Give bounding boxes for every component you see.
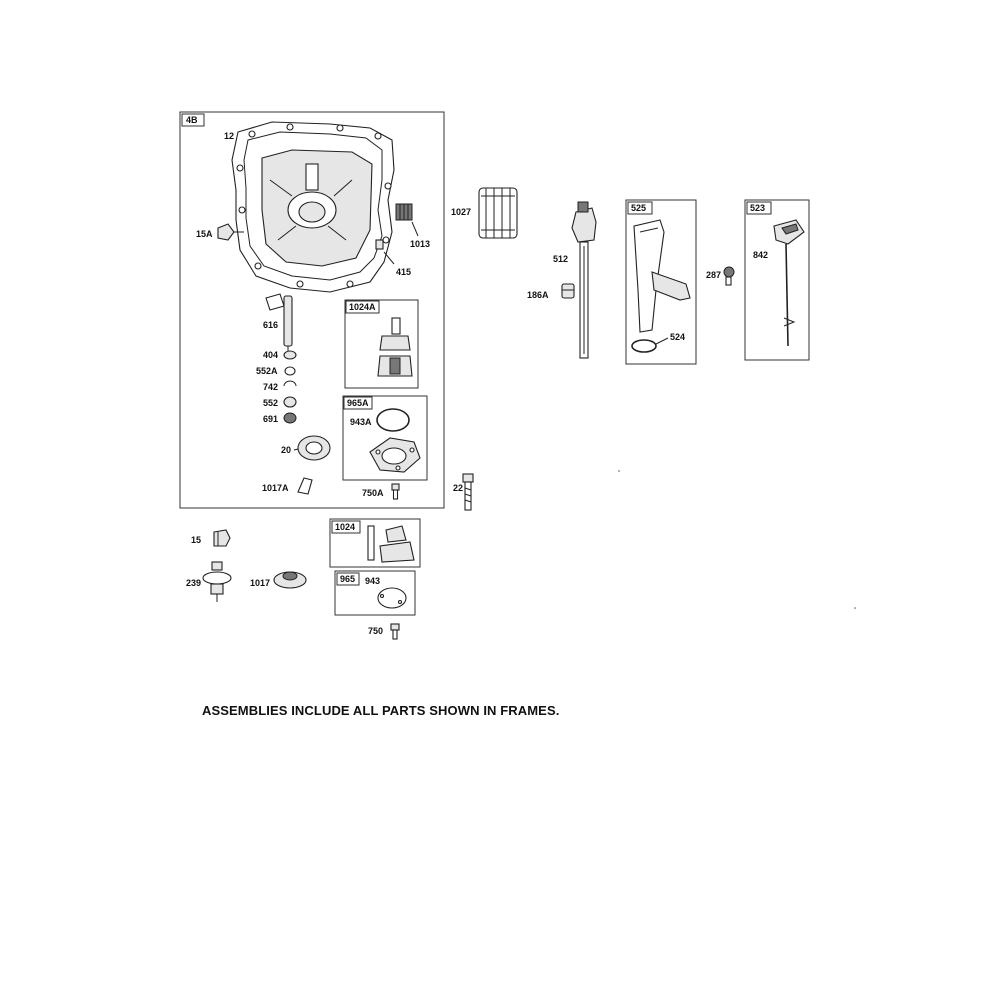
label-12: 12: [224, 131, 234, 141]
screw-287-drawing: [723, 266, 735, 286]
pump-cover-965a-drawing: [369, 408, 421, 473]
label-512: 512: [553, 254, 568, 264]
label-1013: 1013: [410, 239, 430, 249]
label-943: 943: [365, 576, 380, 586]
filter-1013-drawing: [395, 203, 419, 237]
frame-tag-965a: [343, 396, 373, 410]
frame-label-4b: 4B: [186, 115, 198, 125]
label-22: 22: [453, 483, 463, 493]
label-15: 15: [191, 535, 201, 545]
frame-tag-1024a: [345, 300, 380, 314]
bolt-750-drawing: [390, 623, 400, 640]
frame-tag-965: [336, 572, 360, 586]
dipstick-523-drawing: [773, 219, 805, 347]
sensor-239-drawing: [202, 561, 232, 602]
label-750a: 750A: [362, 488, 384, 498]
frame-label-525: 525: [631, 203, 646, 213]
sump-crankcase-drawing: [231, 121, 395, 293]
dipstick-tube-512-drawing: [571, 201, 597, 359]
speck: [854, 607, 856, 609]
label-750: 750: [368, 626, 383, 636]
plug-15a-drawing: [217, 223, 244, 241]
label-842: 842: [753, 250, 768, 260]
part-1017a-drawing: [297, 477, 313, 495]
label-1017a: 1017A: [262, 483, 289, 493]
oil-seal-20-drawing: [293, 435, 331, 461]
frame-523: [744, 199, 810, 361]
label-742: 742: [263, 382, 278, 392]
clip-742-drawing: [283, 380, 297, 387]
bolt-750a-drawing: [391, 483, 400, 500]
part-1017-drawing: [273, 571, 307, 589]
frame-1024: [329, 518, 421, 568]
frame-label-965a: 965A: [347, 398, 369, 408]
speck: [618, 470, 620, 472]
label-943a: 943A: [350, 417, 372, 427]
label-552a: 552A: [256, 366, 278, 376]
governor-shaft-616-drawing: [265, 293, 293, 352]
oil-pump-1024-drawing: [367, 525, 415, 563]
oil-filter-1027-drawing: [478, 187, 518, 239]
frame-tag-525: [627, 201, 653, 215]
label-691: 691: [263, 414, 278, 424]
frame-tag-4b: [181, 113, 205, 127]
label-239: 239: [186, 578, 201, 588]
label-1027: 1027: [451, 207, 471, 217]
oil-fill-tube-525-drawing: [631, 219, 691, 353]
label-15a: 15A: [196, 229, 213, 239]
label-415: 415: [396, 267, 411, 277]
frame-1024a: [344, 299, 419, 389]
label-1017: 1017: [250, 578, 270, 588]
label-287: 287: [706, 270, 721, 280]
pump-cover-965-drawing: [377, 587, 407, 609]
assemblies-footnote: ASSEMBLIES INCLUDE ALL PARTS SHOWN IN FR…: [202, 703, 560, 718]
washer-552a-drawing: [284, 366, 296, 376]
washer-404-drawing: [283, 350, 297, 360]
oil-pump-1024a-drawing: [377, 317, 413, 377]
label-20: 20: [281, 445, 291, 455]
frame-525: [625, 199, 697, 365]
nut-691-drawing: [283, 412, 297, 424]
frame-label-523: 523: [750, 203, 765, 213]
screw-415-drawing: [375, 239, 395, 265]
label-404: 404: [263, 350, 278, 360]
frame-965: [334, 570, 416, 616]
label-186a: 186A: [527, 290, 549, 300]
frame-4b: [179, 111, 445, 509]
frame-tag-523: [746, 201, 772, 215]
label-616: 616: [263, 320, 278, 330]
frame-label-965: 965: [340, 574, 355, 584]
frame-tag-1024: [331, 520, 361, 534]
frame-label-1024a: 1024A: [349, 302, 376, 312]
bolt-22-drawing: [462, 473, 474, 511]
washer-552-drawing: [283, 396, 297, 408]
frame-965a: [342, 395, 428, 481]
bushing-186a-drawing: [561, 283, 575, 299]
label-524: 524: [670, 332, 685, 342]
label-552: 552: [263, 398, 278, 408]
plug-15-drawing: [213, 529, 231, 547]
frame-label-1024: 1024: [335, 522, 355, 532]
